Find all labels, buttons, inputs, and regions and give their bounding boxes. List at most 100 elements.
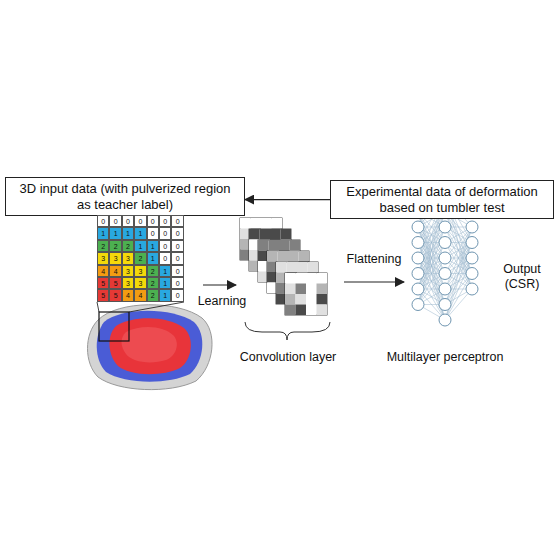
feature-map (276, 262, 318, 304)
weight-line (418, 274, 445, 321)
table-cell: 3 (97, 252, 109, 264)
weight-line (445, 227, 472, 274)
table-cell: 0 (147, 227, 159, 239)
learning-arrow (203, 284, 236, 285)
table-cell: 5 (109, 289, 121, 301)
table-cell: 0 (159, 252, 171, 264)
feature-cell (299, 251, 310, 262)
table-cell: 0 (171, 265, 183, 277)
feature-cell (308, 262, 319, 273)
weight-line (445, 274, 472, 321)
feature-cell (317, 305, 328, 316)
table-cell: 3 (134, 265, 146, 277)
table-cell: 1 (147, 240, 159, 252)
table-cell: 3 (134, 277, 146, 289)
feature-map (267, 251, 309, 293)
feature-cell (258, 240, 269, 251)
table-cell: 1 (159, 289, 171, 301)
text-box: 3D input data (with pulverized region as… (5, 177, 245, 216)
box-text: 3D input data (with pulverized region as… (14, 181, 236, 212)
3d-model (88, 305, 213, 390)
table-cell: 2 (147, 265, 159, 277)
feature-cell (281, 229, 292, 240)
feature-cell (306, 273, 317, 284)
table-cell: 1 (97, 227, 109, 239)
feature-cell (249, 229, 260, 240)
neuron (412, 283, 424, 295)
connector-arrow (245, 199, 330, 200)
table-cell: 4 (97, 265, 109, 277)
feature-cell (285, 294, 296, 305)
model-red-core (109, 318, 190, 374)
feature-cell (240, 218, 251, 229)
neuron (439, 237, 451, 249)
feature-cell (306, 294, 317, 305)
table-cell: 0 (122, 215, 134, 227)
table-cell: 2 (97, 240, 109, 252)
table-cell: 2 (122, 240, 134, 252)
bracket (245, 322, 330, 340)
neuron (412, 299, 424, 311)
neuron (439, 314, 451, 326)
feature-cell (287, 262, 298, 273)
feature-cell (317, 284, 328, 295)
box-text: Experimental data of deformation based o… (339, 184, 545, 215)
feature-cell (296, 284, 307, 295)
feature-cell (270, 229, 281, 240)
weight-line (445, 227, 472, 274)
table-cell: 4 (122, 289, 134, 301)
table-cell: 1 (134, 227, 146, 239)
feature-cell (290, 240, 301, 251)
model-red-highlight (122, 327, 177, 362)
zoom-square (99, 312, 129, 341)
feature-cell (279, 240, 290, 251)
table-cell: 0 (171, 252, 183, 264)
feature-cell (269, 240, 280, 251)
table-cell: 0 (159, 227, 171, 239)
learning-label: Learning (190, 294, 254, 309)
convolution-stack (240, 218, 327, 315)
feature-map (285, 273, 327, 315)
table-cell: 1 (109, 227, 121, 239)
table-cell: 0 (159, 215, 171, 227)
table-cell: 0 (171, 215, 183, 227)
table-cell: 0 (171, 277, 183, 289)
table-cell: 1 (159, 277, 171, 289)
output-label: Output (CSR) (494, 262, 550, 292)
feature-cell (317, 294, 328, 305)
feature-cell (306, 284, 317, 295)
text-box: Experimental data of deformation based o… (330, 180, 554, 219)
feature-cell (267, 251, 278, 262)
table-cell: 0 (147, 215, 159, 227)
feature-cell (288, 251, 299, 262)
table-cell: 2 (109, 240, 121, 252)
neuron (466, 283, 478, 295)
table-cell: 3 (122, 277, 134, 289)
flattening-label: Flattening (335, 252, 413, 267)
feature-cell (260, 229, 271, 240)
feature-cell (296, 294, 307, 305)
neuron (439, 299, 451, 311)
table-cell: 4 (134, 289, 146, 301)
neuron (439, 283, 451, 295)
neuron (466, 221, 478, 233)
layer-caption: Multilayer perceptron (370, 350, 520, 365)
model-outer (88, 305, 213, 390)
table-cell: 1 (147, 252, 159, 264)
table-cell: 4 (109, 265, 121, 277)
table-cell: 0 (159, 240, 171, 252)
table-cell: 5 (97, 289, 109, 301)
table-cell: 3 (122, 265, 134, 277)
feature-cell (285, 284, 296, 295)
layer-caption: Convolution layer (222, 350, 354, 365)
flattening-arrow (344, 281, 404, 282)
feature-cell (261, 218, 272, 229)
neuron (466, 237, 478, 249)
table-cell: 0 (171, 227, 183, 239)
feature-cell (285, 273, 296, 284)
table-cell: 1 (122, 227, 134, 239)
table-cell: 0 (109, 215, 121, 227)
neuron (439, 221, 451, 233)
